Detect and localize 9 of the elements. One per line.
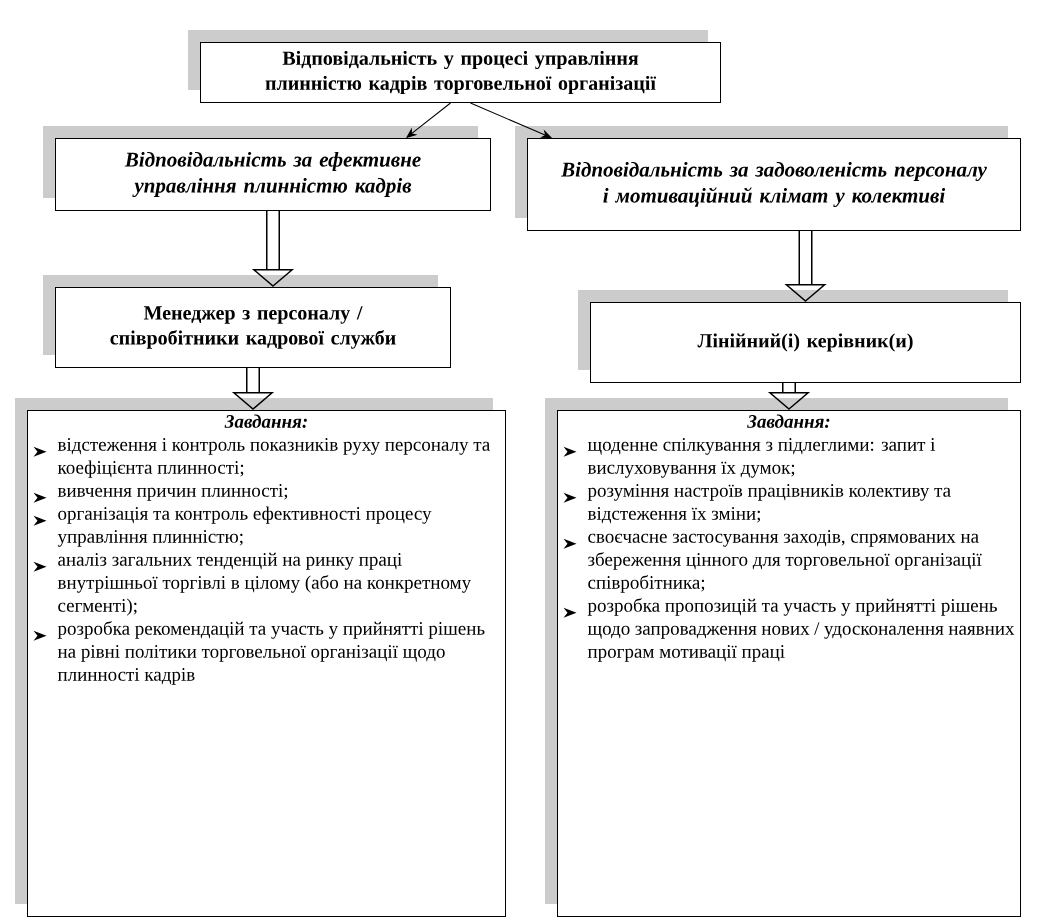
heading-box: Менеджер з персоналу / співробітники кадрової служби bbox=[43, 275, 451, 368]
responsibility-box: Відповідальність за задоволеність персоналу і мотиваційний клімат у колективі bbox=[515, 126, 1021, 231]
task-box: Завдання: відстеження і контроль показників руху персоналу та коефіцієнта плинності; вивчення причин плинності; організація та контроль ефективності процесу управління плинністю; аналіз загальних тенденцій на ринку праці внутрішньої торгівлі в цілому (або на конкретному сегменті); розробка рекомендацій та участь у прийнятті рішень на рівні політики торговельної організації щодо плинності кадрів bbox=[15, 398, 506, 917]
heading-box: Відповідальність у процесі управління плинністю кадрів торговельної організації bbox=[188, 30, 721, 103]
arrow bbox=[470, 102, 552, 138]
task-box: Завдання: щоденне спілкування з підлеглими: запит і вислуховування їх думок; розуміння настроїв працівників колективу та відстеження їх зміни; своєчасне застосування заходів, спрямованих на збереження цінного для торговельної організації співробітника; розробка пропозицій та участь у прийнятті рішень щодо запровадження нових / удосконалення наявних програм мотивації праці bbox=[545, 398, 1021, 917]
heading-box: Лінійний(і) керівник(и) bbox=[578, 290, 1021, 383]
arrow bbox=[406, 102, 452, 138]
responsibility-box: Відповідальність за ефективне управління плинністю кадрів bbox=[43, 126, 491, 211]
